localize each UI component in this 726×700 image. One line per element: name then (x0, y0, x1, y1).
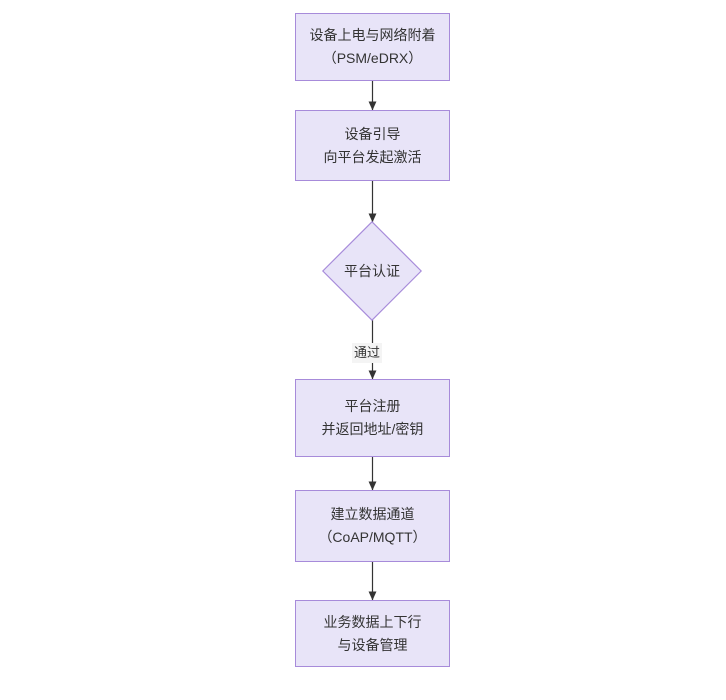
node-line: 并返回地址/密钥 (321, 421, 424, 437)
node-line: 平台注册 (344, 398, 401, 415)
node-platform-registration[interactable]: 平台注册 并返回地址/密钥 (295, 379, 450, 457)
node-line: 与设备管理 (337, 636, 408, 653)
node-device-power-on[interactable]: 设备上电与网络附着 （PSM/eDRX） (295, 13, 450, 81)
node-line: 向平台发起激活 (323, 148, 422, 165)
node-device-bootstrap[interactable]: 设备引导 向平台发起激活 (295, 110, 450, 181)
node-line: 建立数据通道 (330, 506, 415, 523)
node-line: 业务数据上下行 (323, 613, 422, 630)
node-line: 平台认证 (344, 262, 400, 279)
node-line: 设备引导 (344, 125, 401, 142)
edge-label-text: 通过 (354, 345, 381, 360)
node-business-data-and-device-management[interactable]: 业务数据上下行 与设备管理 (295, 600, 450, 667)
node-platform-authentication[interactable]: 平台认证 (322, 221, 422, 321)
node-line: （CoAP/MQTT） (318, 529, 427, 545)
node-line: （PSM/eDRX） (322, 50, 423, 66)
node-line: 设备上电与网络附着 (309, 27, 436, 44)
node-establish-data-channel[interactable]: 建立数据通道 （CoAP/MQTT） (295, 490, 450, 562)
edge-label-pass: 通过 (352, 343, 383, 363)
diamond-shape (322, 221, 422, 321)
